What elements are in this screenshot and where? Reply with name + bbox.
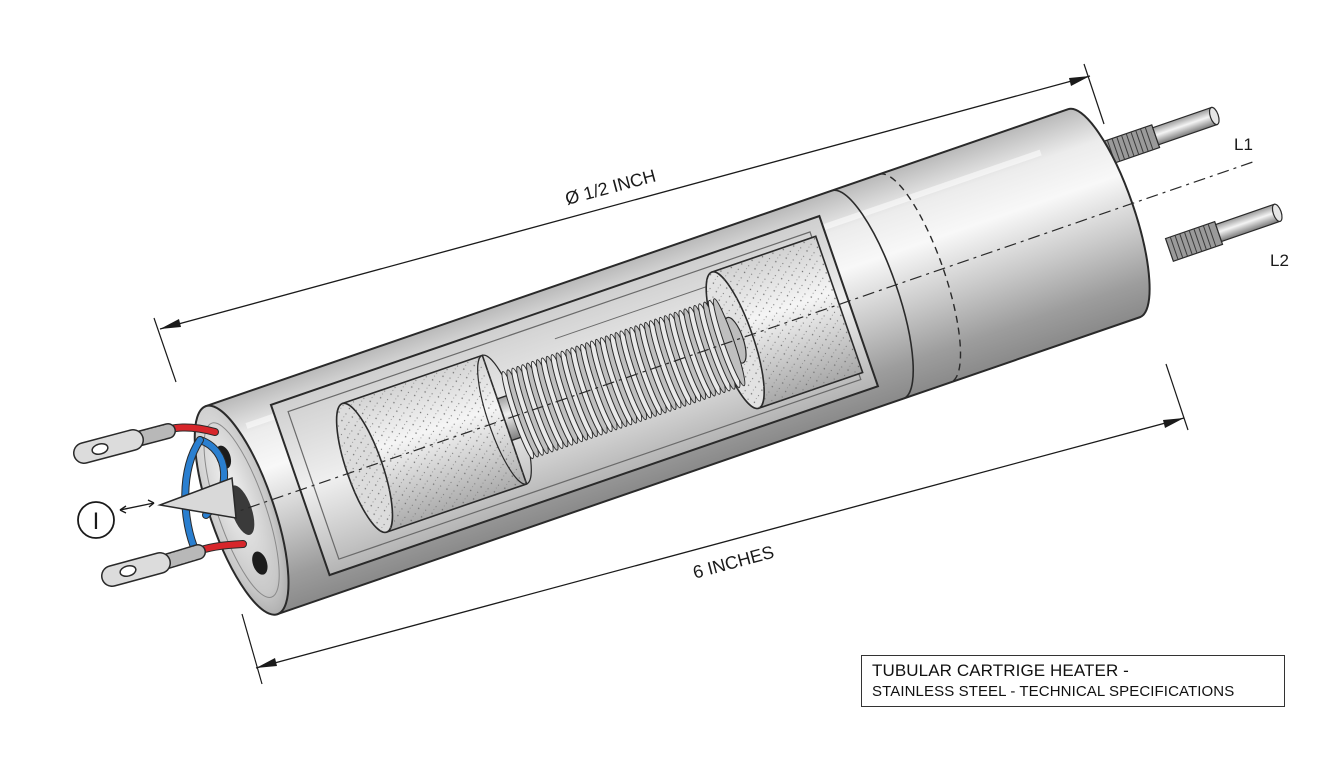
heater-assembly <box>193 106 1283 616</box>
title-block: TUBULAR CARTRIGE HEATER - STAINLESS STEE… <box>861 655 1285 707</box>
section-line-dashed <box>878 173 962 384</box>
terminal-label-l2: L2 <box>1270 251 1289 270</box>
ceramic-insulator-left <box>335 354 532 534</box>
lead-hole-bottom <box>252 551 268 575</box>
title-line-2: STAINLESS STEEL - TECHNICAL SPECIFICATIO… <box>872 683 1235 700</box>
diameter-label: Ø 1/2 INCH <box>563 166 658 209</box>
terminal-pin-l2 <box>1164 203 1283 263</box>
title-line-1: TUBULAR CARTRIGE HEATER - <box>872 661 1129 680</box>
callout-marker: I <box>77 499 155 539</box>
terminal-label-l1: L1 <box>1234 135 1253 154</box>
centerline <box>224 160 1256 517</box>
terminal-pin-l1 <box>1101 106 1220 166</box>
probe-tip <box>157 476 237 519</box>
callout-label: I <box>93 508 100 535</box>
